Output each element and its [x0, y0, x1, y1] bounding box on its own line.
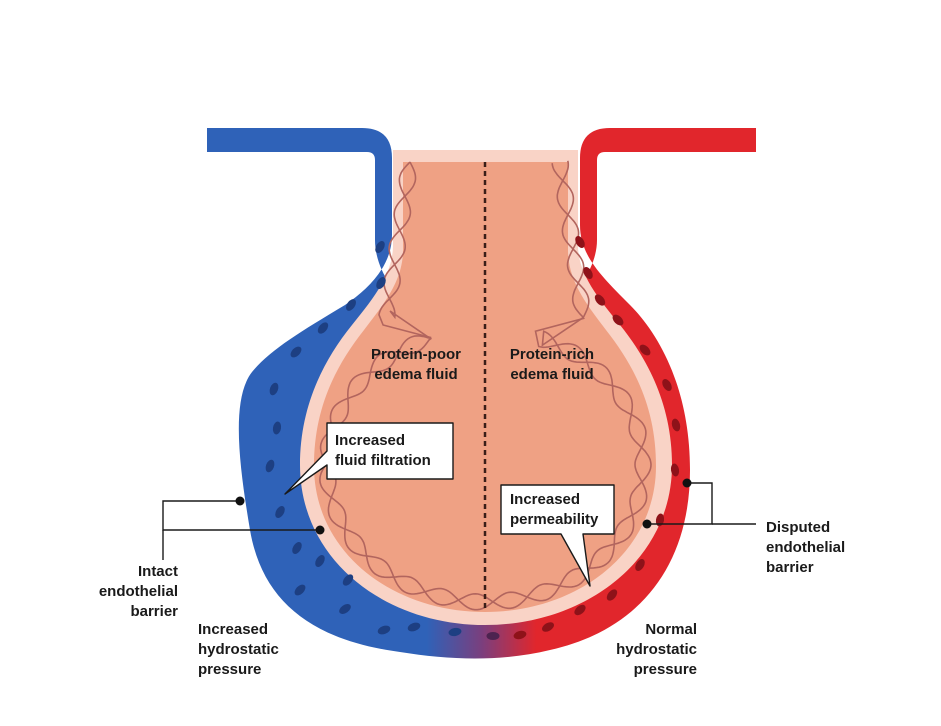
- vessel-cell: [575, 236, 585, 248]
- disputed-barrier-label: Disputed endothelial barrier: [766, 518, 845, 578]
- normal-pressure-line-3: pressure: [633, 661, 697, 678]
- increased-pressure-line-1: Increased: [198, 621, 269, 638]
- vessel-cell: [655, 513, 665, 527]
- vessel-cell: [339, 604, 351, 614]
- protein-poor-line-2: edema fluid: [374, 366, 458, 383]
- vessel-cell: [269, 382, 279, 396]
- vessel-cell: [294, 584, 306, 596]
- vessel-cell: [486, 632, 500, 640]
- vessel-cell: [377, 625, 391, 635]
- vessel-cell: [606, 589, 618, 601]
- vessel-cell: [290, 346, 302, 358]
- intact-barrier-leader: [162, 500, 320, 560]
- normal-pressure-line-2: hydrostatic: [616, 641, 697, 658]
- normal-pressure-line-1: Normal: [645, 621, 697, 638]
- protein-rich-line-2: edema fluid: [510, 366, 594, 383]
- vessel-cell: [375, 241, 385, 253]
- vessel-cell: [542, 622, 554, 632]
- vessel-cell: [671, 418, 681, 432]
- vessel-cell: [292, 542, 302, 554]
- intact-barrier-line-1: Intact: [137, 563, 178, 580]
- protein-rich-line-1: Protein-rich: [509, 346, 595, 363]
- leader-dot: [642, 519, 652, 529]
- vessel-cell: [635, 559, 645, 571]
- permeability-label: Increased permeability: [510, 490, 598, 530]
- normal-pressure-label: Normal hydrostatic pressure: [600, 620, 697, 680]
- vessel-cell: [376, 277, 386, 289]
- vessel-cell: [594, 294, 606, 306]
- vessel-cell: [275, 506, 285, 518]
- vessel-cell: [583, 267, 593, 279]
- leader-dot: [682, 478, 692, 488]
- vessel-cell: [342, 574, 354, 586]
- vessel-cell: [670, 463, 680, 477]
- protein-poor-label: Protein-poor edema fluid: [356, 345, 476, 385]
- vessel-cell: [265, 459, 275, 473]
- vessel-cell: [346, 299, 356, 311]
- vessel-cell: [272, 421, 282, 435]
- increased-pressure-line-3: pressure: [198, 661, 262, 678]
- vessel-cell: [639, 344, 651, 356]
- permeability-callout: [500, 484, 615, 587]
- vessel-cell: [513, 630, 527, 640]
- fluid-filtration-line-2: fluid filtration: [335, 452, 431, 469]
- fluid-filtration-label: Increased fluid filtration: [335, 431, 431, 471]
- vessel-cell: [612, 314, 624, 326]
- disputed-barrier-line-1: Disputed: [766, 519, 831, 536]
- vessel-cell: [315, 555, 325, 567]
- permeability-line-2: permeability: [510, 511, 599, 528]
- increased-pressure-line-2: hydrostatic: [198, 641, 279, 658]
- increased-pressure-label: Increased hydrostatic pressure: [198, 620, 279, 680]
- vessel-cell: [574, 604, 586, 616]
- vessel-cells: [265, 236, 681, 640]
- protein-poor-line-1: Protein-poor: [371, 346, 461, 363]
- vessel-cell: [317, 322, 329, 334]
- vessel-cell: [407, 622, 421, 632]
- disputed-barrier-line-3: barrier: [766, 559, 814, 576]
- intact-barrier-line-3: barrier: [130, 603, 178, 620]
- protein-rich-label: Protein-rich edema fluid: [492, 345, 612, 385]
- fluid-filtration-callout: [284, 422, 454, 495]
- leader-dot: [315, 525, 325, 535]
- vessel-cell: [662, 379, 672, 391]
- disputed-barrier-line-2: endothelial: [766, 539, 846, 556]
- fluid-filtration-line-1: Increased: [335, 432, 406, 449]
- intact-barrier-label: Intact endothelial barrier: [70, 562, 178, 622]
- intact-barrier-line-2: endothelial: [98, 583, 178, 600]
- disputed-barrier-leader: [647, 482, 756, 525]
- permeability-line-1: Increased: [510, 491, 581, 508]
- leader-dot: [235, 496, 245, 506]
- vessel-cell: [448, 627, 462, 637]
